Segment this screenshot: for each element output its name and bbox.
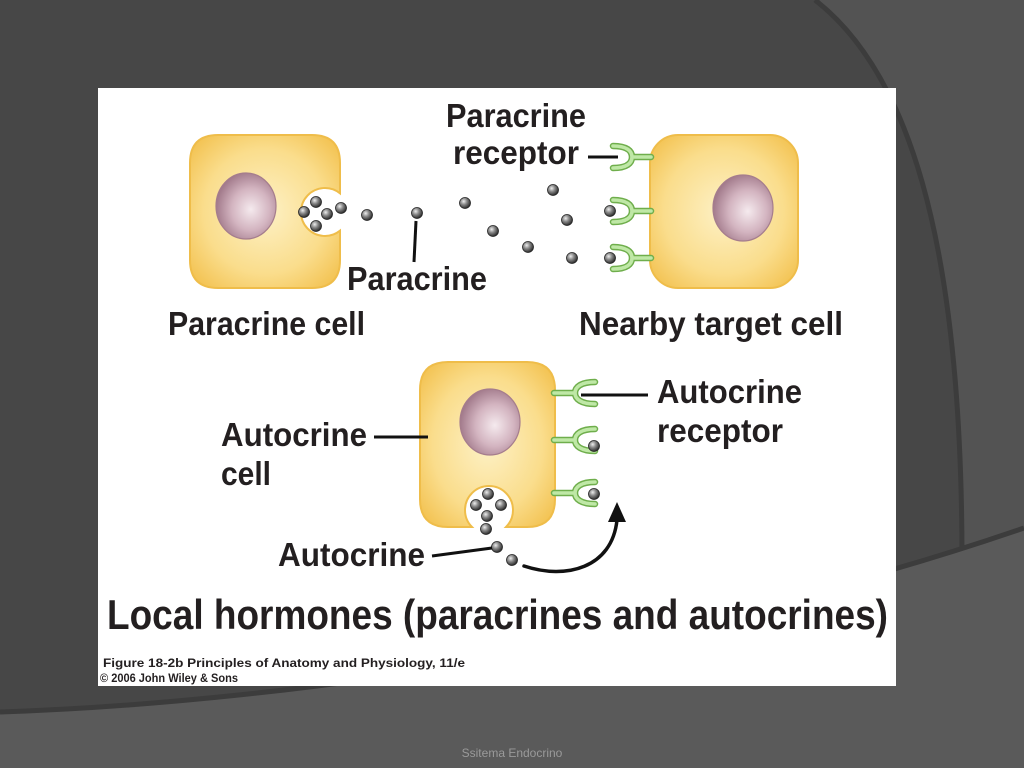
- hormone-molecule: [470, 499, 482, 511]
- nearby-target-cell-label: Nearby target cell: [579, 305, 843, 342]
- autocrine-label: Autocrine: [278, 536, 425, 573]
- hormone-molecule: [411, 207, 423, 219]
- arrow-head-icon: [608, 502, 626, 522]
- figure-panel: Paracrine receptor Paracrine Paracrine c…: [98, 88, 896, 686]
- autocrine-cell-label-line2: cell: [221, 455, 271, 492]
- slide-footer: Ssitema Endocrino: [462, 746, 563, 760]
- figure-title: Local hormones (paracrines and autocrine…: [107, 591, 888, 638]
- hormone-molecule: [298, 206, 310, 218]
- hormone-molecule: [588, 488, 600, 500]
- autocrine-leader-line: [431, 546, 493, 558]
- hormone-molecule: [335, 202, 347, 214]
- background-bottom-band: [0, 528, 1024, 768]
- hormone-molecule: [480, 523, 492, 535]
- hormone-molecule: [561, 214, 573, 226]
- paracrine-receptor-label-line1: Paracrine: [446, 97, 586, 134]
- figure-caption-line1: Figure 18-2b Principles of Anatomy and P…: [103, 658, 465, 670]
- background-swoosh-edge: [813, 0, 965, 561]
- hormone-molecule: [459, 197, 471, 209]
- hormone-molecule: [495, 499, 507, 511]
- background-swoosh-right: [815, 0, 1024, 560]
- hormone-molecule: [361, 209, 373, 221]
- hormone-molecule: [321, 208, 333, 220]
- autocrine-receptor-label-line2: receptor: [657, 412, 783, 449]
- hormone-molecule: [481, 510, 493, 522]
- hormone-molecule: [506, 554, 518, 566]
- paracrine-label: Paracrine: [347, 260, 487, 297]
- autocrine-cell-nucleus: [459, 388, 521, 456]
- paracrine-cell-nucleus: [215, 172, 277, 240]
- hormone-molecule: [566, 252, 578, 264]
- paracrine-receptor-label-line2: receptor: [453, 134, 579, 171]
- autocrine-cell: [419, 361, 556, 528]
- figure-caption-line2: © 2006 John Wiley & Sons: [100, 673, 238, 685]
- autocrine-molecules: [470, 440, 600, 566]
- hormone-molecule: [588, 440, 600, 452]
- hormone-molecule: [482, 488, 494, 500]
- hormone-molecule: [522, 241, 534, 253]
- hormone-molecule: [487, 225, 499, 237]
- paracrine-leader-line: [412, 220, 418, 263]
- autocrine-return-arrow: [522, 518, 619, 574]
- target-cell-nucleus: [712, 174, 774, 242]
- hormone-molecule: [310, 220, 322, 232]
- hormone-molecule: [491, 541, 503, 553]
- paracrine-cell: [189, 134, 341, 289]
- paracrine-molecules: [298, 184, 616, 264]
- hormone-molecule: [604, 252, 616, 264]
- nearby-target-cell: [649, 134, 799, 289]
- autocrine-cell-label-line1: Autocrine: [221, 416, 367, 453]
- autocrine-receptor-label-line1: Autocrine: [657, 373, 802, 410]
- hormone-molecule: [310, 196, 322, 208]
- hormone-molecule: [547, 184, 559, 196]
- paracrine-cell-label: Paracrine cell: [168, 305, 365, 342]
- hormone-molecule: [604, 205, 616, 217]
